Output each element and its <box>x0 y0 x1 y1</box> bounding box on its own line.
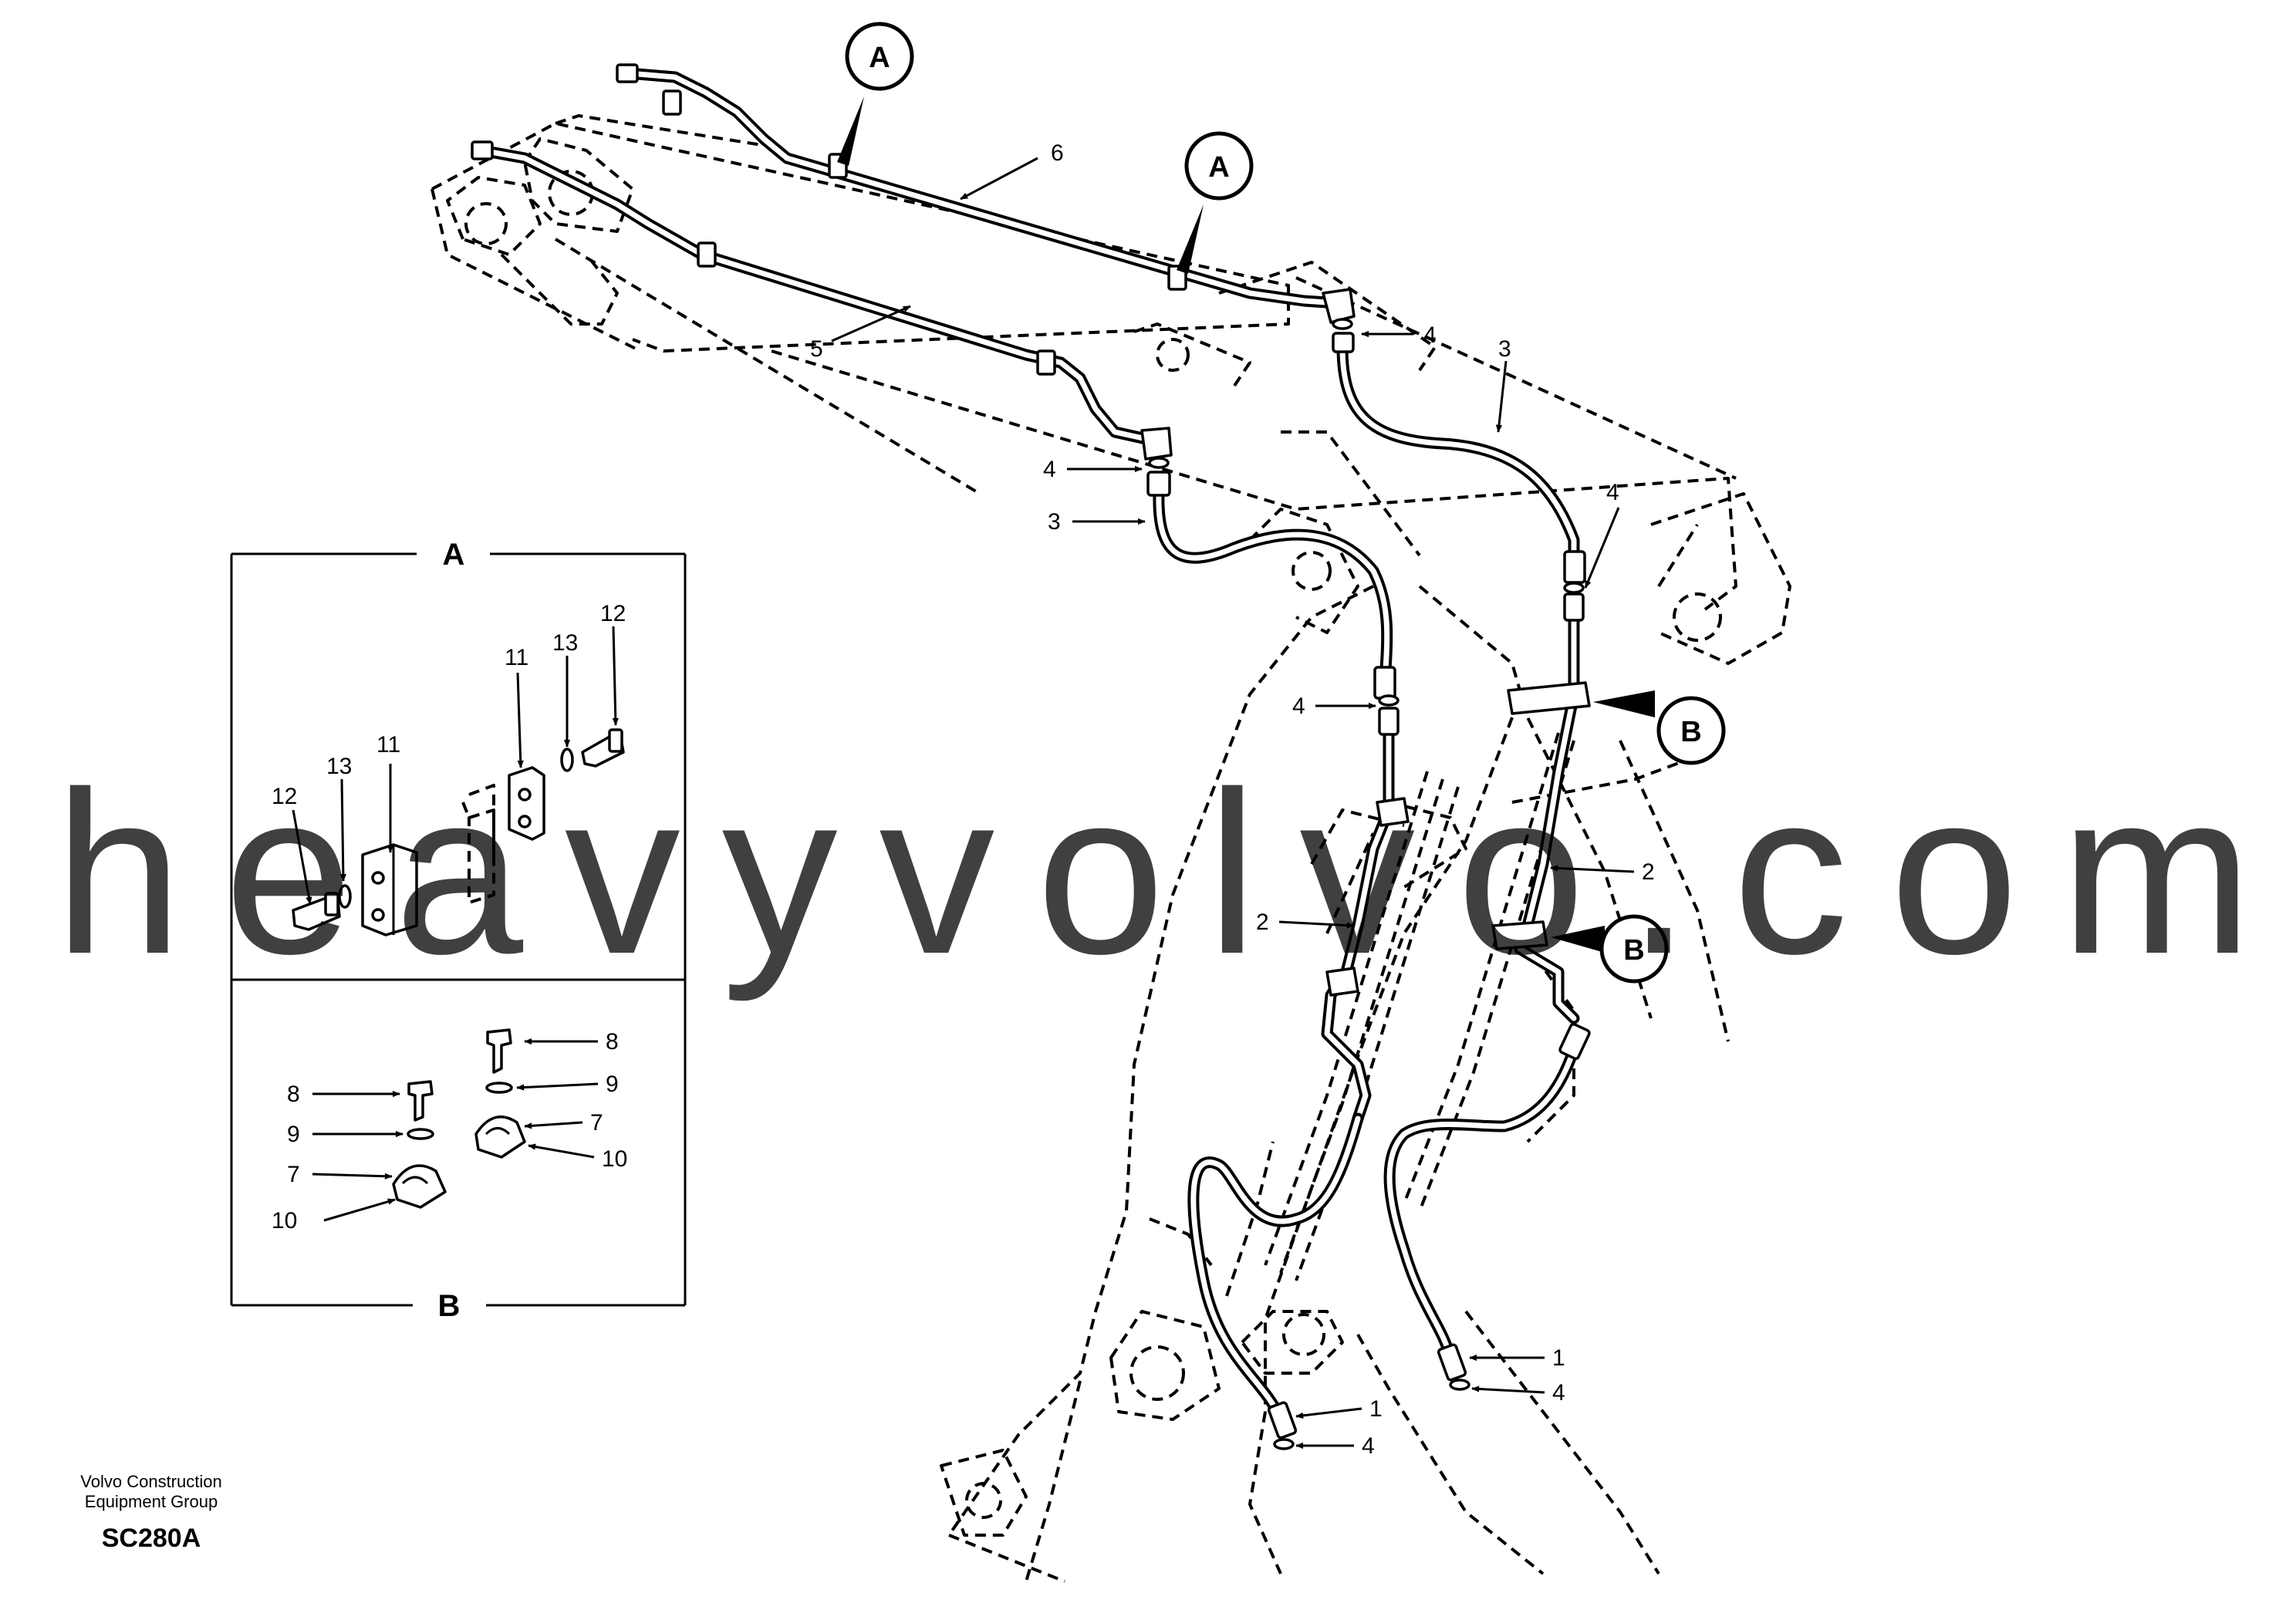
svg-text:10: 10 <box>272 1208 297 1234</box>
svg-text:12: 12 <box>272 784 297 809</box>
callout-4-arm-left: 4 <box>1043 457 1143 482</box>
svg-text:1: 1 <box>1552 1345 1565 1371</box>
callout-3-left: 3 <box>1048 509 1146 535</box>
panel-b-parts <box>392 1028 526 1209</box>
footer-company-line2: Equipment Group <box>85 1492 218 1511</box>
hose-clamp-brackets <box>1325 681 1591 997</box>
section-pointer-a1: A <box>837 22 914 166</box>
svg-text:12: 12 <box>600 601 626 626</box>
svg-text:3: 3 <box>1498 336 1511 362</box>
section-pointer-b2: B <box>1551 914 1669 984</box>
svg-text:13: 13 <box>326 754 352 779</box>
callout-4-right-bottom: 4 <box>1471 1380 1565 1406</box>
drawing-code: SC280A <box>102 1524 201 1553</box>
callout-4-top: 4 <box>1361 322 1437 348</box>
callout-2-left: 2 <box>1256 910 1355 935</box>
callout-2-right: 2 <box>1550 859 1655 885</box>
svg-text:5: 5 <box>810 336 823 362</box>
main-callouts: 6 5 4 3 4 3 4 4 <box>810 140 1655 1459</box>
panel-a-title: A <box>443 538 465 572</box>
callout-6: 6 <box>960 140 1064 201</box>
svg-text:4: 4 <box>1606 480 1619 505</box>
panel-a-callouts: 11 12 13 11 12 13 <box>272 601 626 905</box>
svg-text:3: 3 <box>1048 509 1061 535</box>
callout-1-left: 1 <box>1295 1396 1383 1422</box>
svg-text:4: 4 <box>1362 1433 1375 1459</box>
svg-text:9: 9 <box>606 1072 619 1097</box>
svg-text:10: 10 <box>602 1146 627 1172</box>
footer: Volvo Construction Equipment Group SC280… <box>80 1472 221 1553</box>
panel-a-parts <box>292 728 625 937</box>
svg-text:11: 11 <box>505 645 528 670</box>
hose-1-left <box>1187 1112 1364 1426</box>
detail-panels: A B 11 12 13 <box>230 538 687 1323</box>
svg-text:9: 9 <box>287 1122 300 1147</box>
callout-1-right: 1 <box>1469 1345 1565 1371</box>
hose-fittings <box>1146 318 1591 1450</box>
svg-text:B: B <box>1623 934 1644 967</box>
svg-text:7: 7 <box>590 1110 603 1136</box>
svg-text:4: 4 <box>1552 1380 1565 1406</box>
callout-4-left-bottom: 4 <box>1295 1433 1375 1459</box>
svg-text:2: 2 <box>1256 910 1269 935</box>
svg-text:13: 13 <box>552 630 578 656</box>
callout-4-mid: 4 <box>1292 694 1376 719</box>
section-pointer-a2: A <box>1177 131 1254 274</box>
svg-text:4: 4 <box>1423 322 1437 348</box>
svg-text:B: B <box>1680 716 1701 748</box>
svg-text:2: 2 <box>1642 859 1655 885</box>
tube-5 <box>476 144 1156 446</box>
svg-text:1: 1 <box>1369 1396 1383 1422</box>
svg-text:11: 11 <box>376 732 400 758</box>
callout-4-arm-right: 4 <box>1584 480 1620 589</box>
hose-1-right <box>1383 1043 1580 1364</box>
svg-text:8: 8 <box>287 1082 300 1107</box>
section-pointer-b1: B <box>1593 690 1726 765</box>
callout-5: 5 <box>810 305 911 362</box>
tube-end-fittings <box>471 63 1356 461</box>
hose-3-right <box>1336 341 1580 569</box>
hose-3-left <box>1153 488 1393 685</box>
svg-text:6: 6 <box>1051 140 1064 166</box>
tube-6 <box>623 67 1333 309</box>
svg-text:4: 4 <box>1043 457 1056 482</box>
svg-text:A: A <box>869 42 890 74</box>
panel-b-title: B <box>438 1289 461 1323</box>
footer-company-line1: Volvo Construction <box>80 1472 221 1491</box>
svg-text:4: 4 <box>1292 694 1305 719</box>
svg-text:7: 7 <box>287 1162 300 1187</box>
svg-text:8: 8 <box>606 1029 619 1055</box>
callout-3-right: 3 <box>1495 336 1511 433</box>
svg-text:A: A <box>1208 151 1229 184</box>
panel-b-callouts: 8 9 7 10 8 9 7 10 <box>272 1029 627 1234</box>
